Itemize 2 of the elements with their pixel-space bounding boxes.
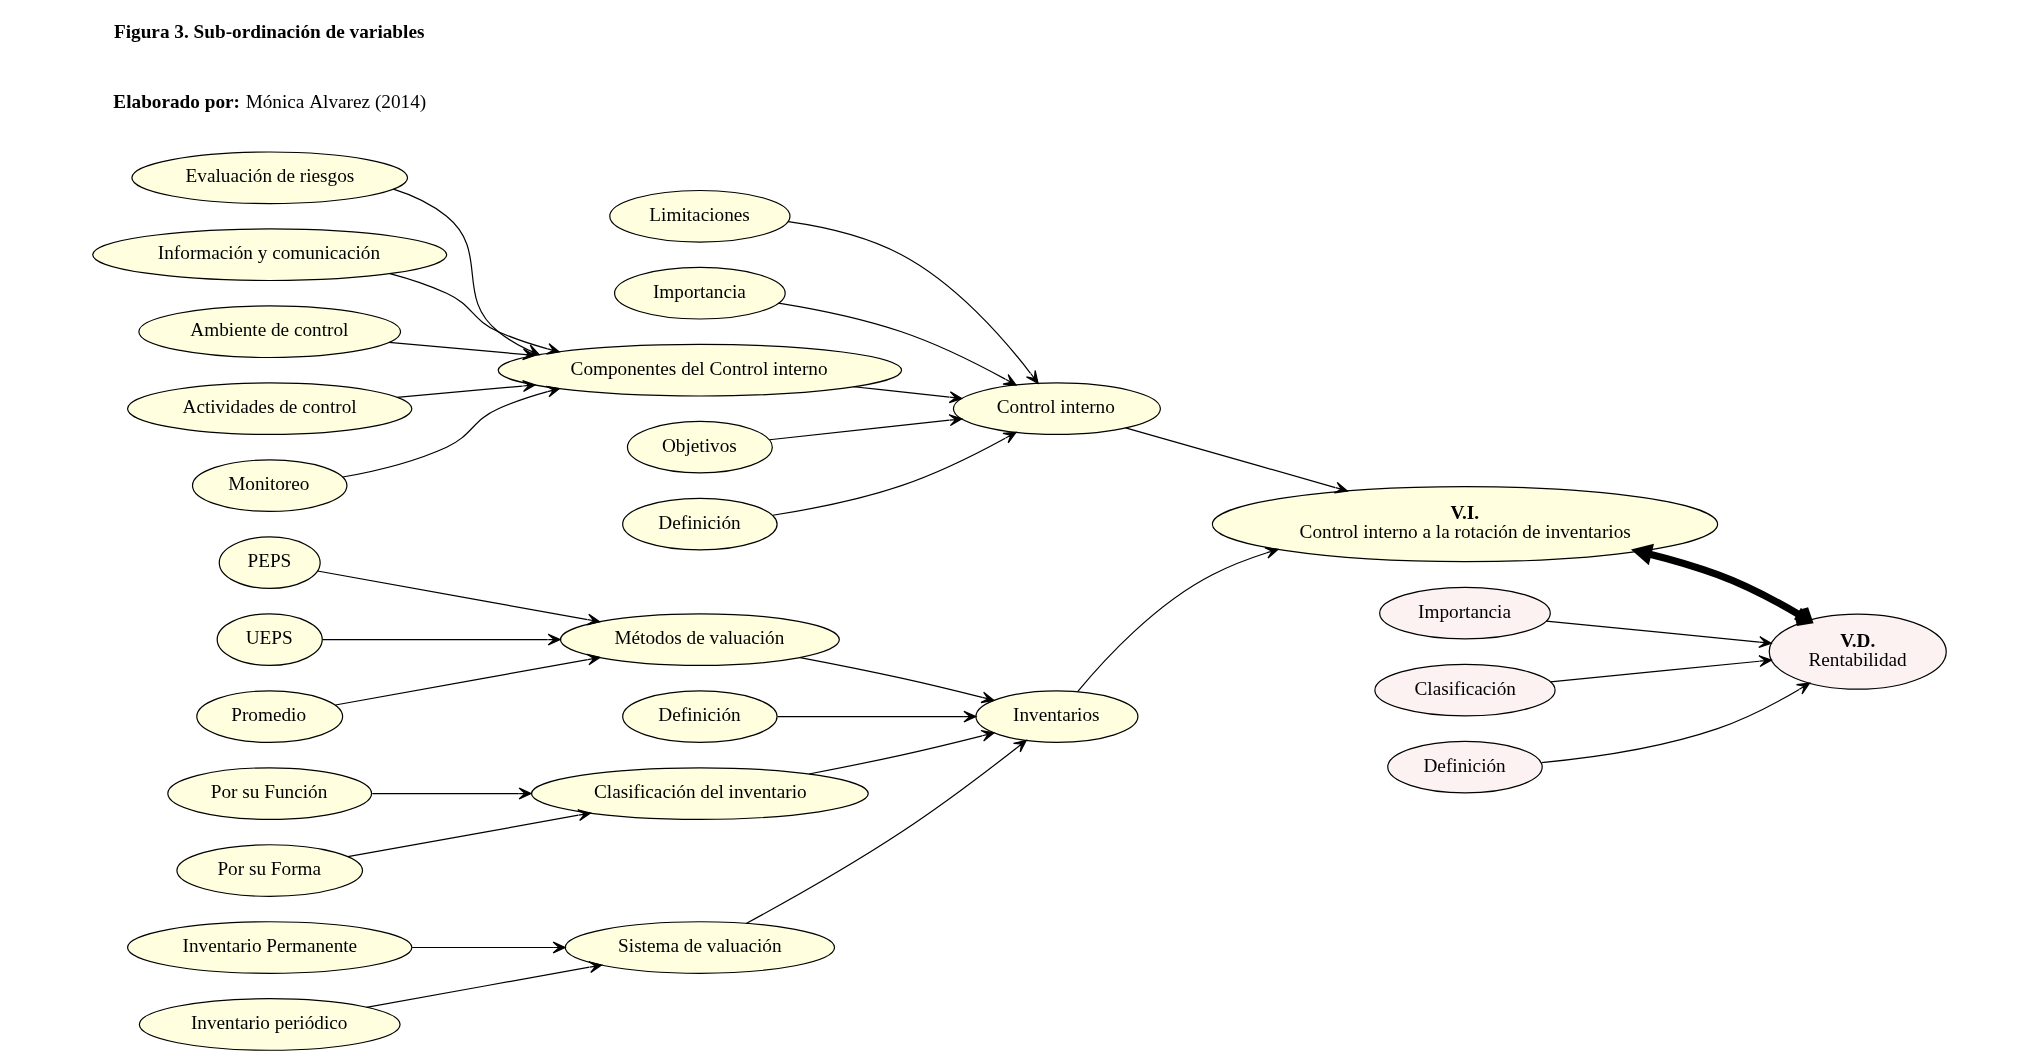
label: Elaborado por: Mónica Alvarez (2014): [112, 90, 426, 112]
label: Figura 3. Sub-ordinación de variables: [113, 21, 424, 43]
